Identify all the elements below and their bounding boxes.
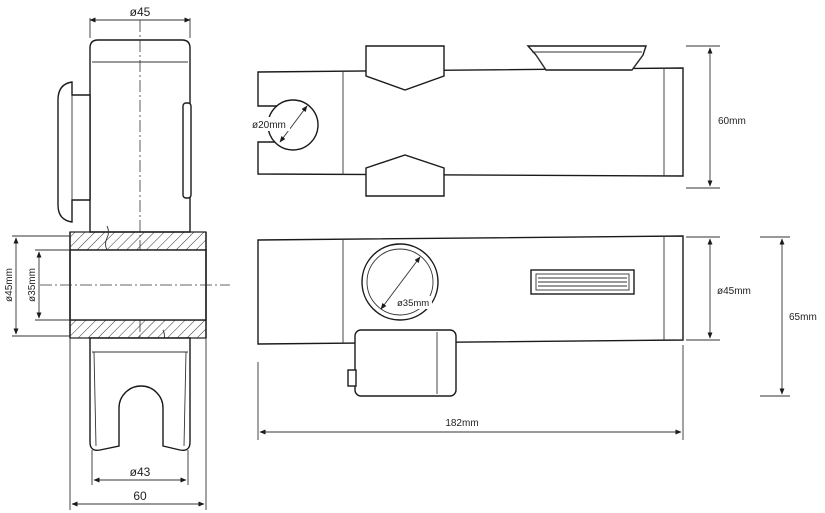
left-knob (57, 81, 91, 223)
dim-label-d45: ø45 (130, 5, 151, 19)
lower-hook-block (354, 329, 457, 397)
dimension-height-60: 60mm (686, 45, 746, 189)
dim-label-60mm: 60mm (718, 116, 746, 127)
front-view: ø35mm ø45mm 65mm 182mm (257, 235, 817, 440)
dim-label-d20mm: ø20mm (252, 120, 286, 131)
dimension-width-60: 60 (69, 338, 207, 510)
dim-label-d35mm-left: ø35mm (27, 268, 38, 302)
dim-label-65mm: 65mm (789, 312, 817, 323)
bottom-clamp-block (365, 154, 445, 197)
top-button (526, 45, 647, 71)
rail-section (40, 225, 230, 355)
dimension-length-182: 182mm (257, 345, 684, 440)
dim-label-d45mm-right: ø45mm (717, 286, 751, 297)
right-slot (182, 102, 192, 199)
top-plan-view: ø20mm 60mm (251, 45, 746, 197)
side-section-view: ø45 ø45mm (4, 5, 230, 510)
front-body-outline (257, 235, 684, 345)
dim-label-d35mm-mid: ø35mm (397, 298, 429, 309)
dimension-diameter-45-right: ø45mm (686, 236, 751, 341)
dimension-height-65: 65mm (760, 236, 817, 397)
dim-label-d43: ø43 (130, 465, 151, 479)
dim-label-60: 60 (133, 489, 147, 503)
dimension-diameter-35-left: ø35mm (27, 249, 70, 321)
top-clamp-block (365, 45, 445, 91)
dimension-diameter-45-left: ø45mm (4, 235, 70, 337)
dimension-diameter-43-bottom: ø43 (91, 450, 189, 485)
lower-hook-body (89, 337, 191, 452)
dim-label-d45mm-left: ø45mm (4, 268, 15, 302)
dim-label-182mm: 182mm (445, 418, 478, 429)
plan-body-outline (257, 67, 684, 177)
